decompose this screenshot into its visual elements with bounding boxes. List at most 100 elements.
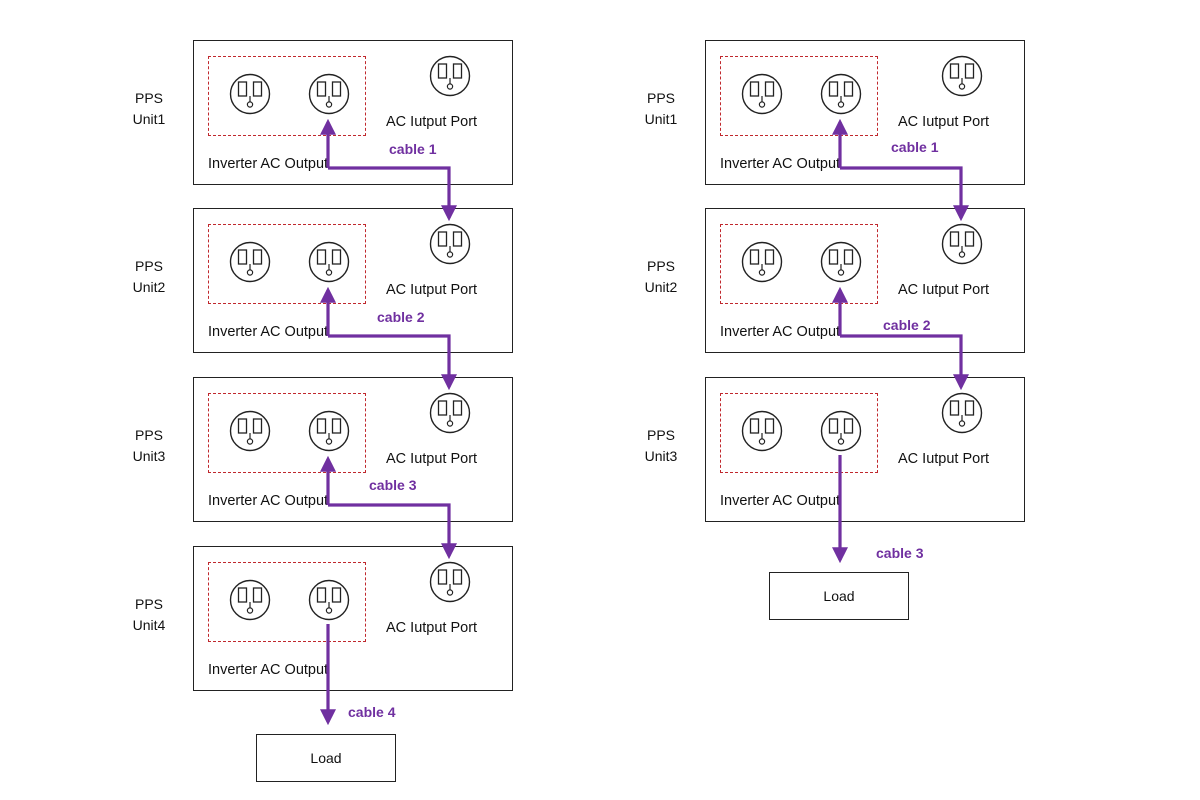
ac-outlet-icon [308,73,350,115]
inverter-output-group [720,56,878,136]
cable-label: cable 1 [891,139,939,155]
pps-unit-box: Inverter AC Output AC Iutput Port [705,208,1025,353]
pps-unit-box: Inverter AC Output AC Iutput Port [705,377,1025,522]
inverter-outlet-1 [740,240,784,284]
load-box: Load [769,572,909,620]
cable-label: cable 3 [876,545,924,561]
ac-outlet-icon [741,410,783,452]
unit-label-line1: PPS [134,427,163,443]
inverter-output-label: Inverter AC Output [208,324,329,340]
ac-port-label: AC Iutput Port [898,282,990,298]
unit-label-line1: PPS [646,90,675,106]
unit-label: PPS Unit2 [626,256,696,298]
unit-label-line1: PPS [646,258,675,274]
ac-port-label: AC Iutput Port [386,114,478,130]
ac-outlet-icon [429,223,471,265]
inverter-output-group [720,393,878,473]
pps-unit-box: Inverter AC Output AC Iutput Port [705,40,1025,185]
ac-outlet-icon [820,241,862,283]
inverter-outlet-2 [307,72,351,116]
unit-label: PPS Unit1 [114,88,184,130]
ac-outlet-icon [941,55,983,97]
ac-input-port [428,391,472,435]
ac-outlet-icon [429,392,471,434]
inverter-outlet-1 [228,578,272,622]
inverter-output-group [208,56,366,136]
ac-port-label: AC Iutput Port [898,114,990,130]
cable-label: cable 2 [377,309,425,325]
cable-label: cable 1 [389,141,437,157]
cable-label: cable 2 [883,317,931,333]
unit-label-line2: Unit1 [644,111,678,127]
inverter-output-group [208,562,366,642]
load-box: Load [256,734,396,782]
pps-unit-box: Inverter AC Output AC Iutput Port [193,377,513,522]
cable-label: cable 4 [348,704,396,720]
ac-outlet-icon [741,73,783,115]
inverter-output-label: Inverter AC Output [720,156,841,172]
inverter-outlet-2 [307,409,351,453]
ac-outlet-icon [308,579,350,621]
unit-label-line2: Unit1 [132,111,166,127]
inverter-outlet-1 [740,72,784,116]
ac-outlet-icon [741,241,783,283]
unit-label-line2: Unit2 [132,279,166,295]
ac-input-port [428,222,472,266]
inverter-outlet-1 [740,409,784,453]
unit-label: PPS Unit4 [114,594,184,636]
ac-input-port [428,54,472,98]
ac-outlet-icon [308,410,350,452]
pps-unit-box: Inverter AC Output AC Iutput Port [193,546,513,691]
inverter-outlet-1 [228,72,272,116]
ac-outlet-icon [229,410,271,452]
ac-outlet-icon [229,579,271,621]
unit-label-line1: PPS [134,258,163,274]
inverter-output-label: Inverter AC Output [208,493,329,509]
ac-outlet-icon [429,561,471,603]
unit-label: PPS Unit3 [114,425,184,467]
ac-port-label: AC Iutput Port [386,282,478,298]
ac-outlet-icon [429,55,471,97]
ac-outlet-icon [308,241,350,283]
ac-outlet-icon [820,410,862,452]
ac-port-label: AC Iutput Port [898,451,990,467]
cable-label: cable 3 [369,477,417,493]
unit-label-line1: PPS [134,596,163,612]
inverter-outlet-1 [228,240,272,284]
ac-input-port [940,391,984,435]
inverter-output-label: Inverter AC Output [720,324,841,340]
ac-input-port [940,222,984,266]
ac-outlet-icon [820,73,862,115]
ac-port-label: AC Iutput Port [386,620,478,636]
unit-label-line2: Unit4 [132,617,166,633]
inverter-output-label: Inverter AC Output [208,156,329,172]
unit-label-line2: Unit3 [132,448,166,464]
inverter-outlet-1 [228,409,272,453]
ac-outlet-icon [229,73,271,115]
inverter-output-label: Inverter AC Output [720,493,841,509]
inverter-output-group [720,224,878,304]
inverter-outlet-2 [307,578,351,622]
inverter-outlet-2 [819,409,863,453]
pps-unit-box: Inverter AC Output AC Iutput Port [193,40,513,185]
inverter-outlet-2 [307,240,351,284]
inverter-outlet-2 [819,240,863,284]
inverter-output-group [208,224,366,304]
ac-port-label: AC Iutput Port [386,451,478,467]
ac-input-port [428,560,472,604]
unit-label-line2: Unit2 [644,279,678,295]
ac-outlet-icon [941,392,983,434]
unit-label: PPS Unit2 [114,256,184,298]
unit-label: PPS Unit1 [626,88,696,130]
inverter-output-label: Inverter AC Output [208,662,329,678]
pps-unit-box: Inverter AC Output AC Iutput Port [193,208,513,353]
ac-outlet-icon [229,241,271,283]
unit-label-line2: Unit3 [644,448,678,464]
inverter-output-group [208,393,366,473]
ac-outlet-icon [941,223,983,265]
unit-label-line1: PPS [134,90,163,106]
inverter-outlet-2 [819,72,863,116]
ac-input-port [940,54,984,98]
unit-label-line1: PPS [646,427,675,443]
